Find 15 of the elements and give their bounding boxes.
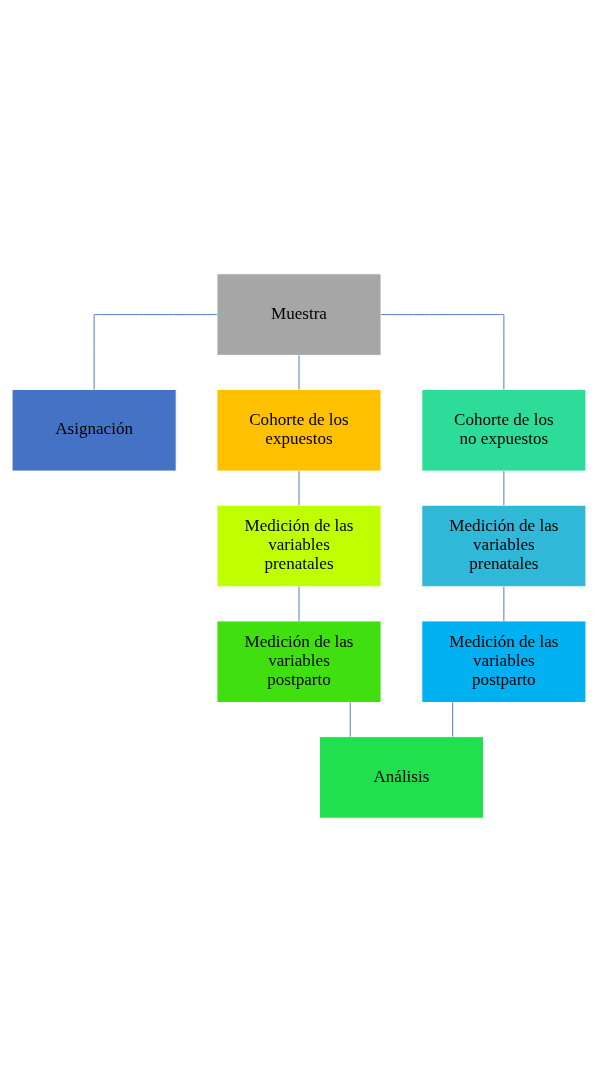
connector [380, 314, 505, 390]
node-box: Cohorte de los expuestos [216, 389, 382, 472]
connector [503, 586, 505, 622]
connector [503, 470, 505, 506]
node-box: Asignación [11, 389, 177, 472]
node-box: Medición de las variables prenatales [421, 504, 587, 588]
connector [452, 702, 454, 738]
connector [93, 314, 218, 390]
node-box: Muestra [216, 273, 382, 356]
node-box: Medición de las variables prenatales [216, 504, 382, 588]
node-box: Medición de las variables postparto [216, 620, 382, 703]
node-box: Medición de las variables postparto [421, 620, 587, 703]
node-box: Cohorte de los no expuestos [421, 389, 587, 472]
connector [349, 702, 351, 738]
node-box: Análisis [318, 736, 484, 819]
